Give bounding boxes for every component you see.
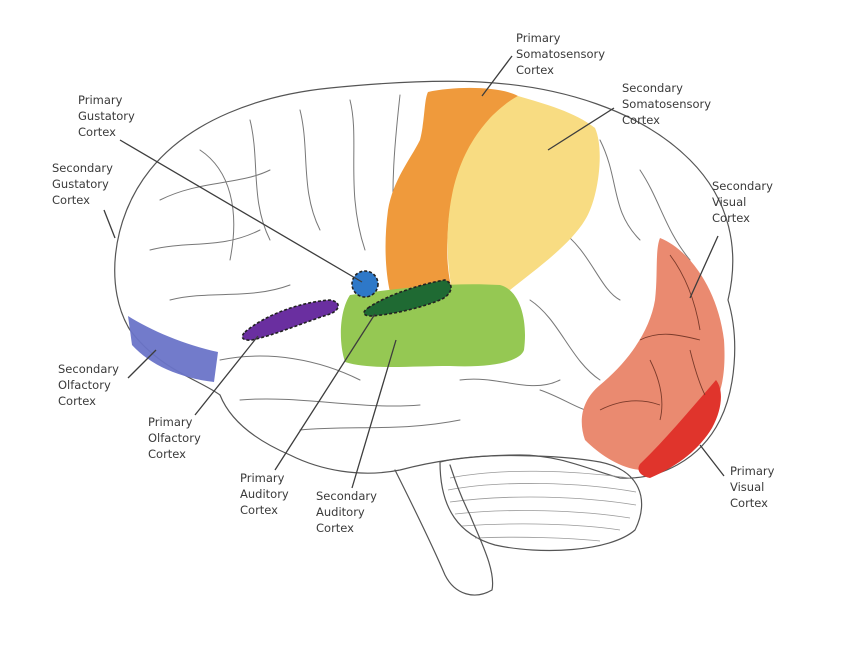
cerebellum-folia (447, 470, 637, 542)
region-primary-auditory (363, 279, 452, 317)
label-primary-gustatory: Primary Gustatory Cortex (78, 93, 138, 139)
cerebellum (439, 454, 643, 552)
leader-primary-visual (699, 444, 725, 477)
leader-secondary-gustatory (103, 209, 116, 239)
region-primary-gustatory (351, 270, 379, 298)
label-primary-visual: Primary Visual Cortex (730, 464, 778, 510)
label-primary-auditory: Primary Auditory Cortex (240, 471, 292, 517)
leader-primary-olfactory (194, 335, 259, 416)
label-secondary-olfactory: Secondary Olfactory Cortex (58, 362, 123, 408)
region-primary-visual (638, 380, 721, 478)
region-secondary-olfactory (128, 316, 218, 382)
leader-lines (103, 55, 725, 489)
leader-secondary-visual (689, 235, 719, 299)
visual-cortex-sulci (599, 254, 706, 421)
label-secondary-visual: Secondary Visual Cortex (712, 179, 777, 225)
label-secondary-auditory: Secondary Auditory Cortex (316, 489, 381, 535)
label-secondary-gustatory: Secondary Gustatory Cortex (52, 161, 117, 207)
leader-primary-somatosensory (481, 55, 513, 97)
leader-secondary-somatosensory (547, 107, 615, 151)
leader-primary-gustatory (119, 139, 363, 283)
label-secondary-somatosensory: Secondary Somatosensory Cortex (622, 81, 715, 127)
region-primary-olfactory (241, 299, 340, 341)
label-primary-olfactory: Primary Olfactory Cortex (148, 415, 204, 461)
leader-secondary-olfactory (127, 349, 157, 379)
leader-primary-auditory (274, 313, 376, 471)
leader-secondary-auditory (351, 339, 397, 489)
brainstem (394, 464, 494, 596)
labels: Primary Somatosensory Cortex Secondary S… (52, 31, 778, 535)
label-primary-somatosensory: Primary Somatosensory Cortex (516, 31, 609, 77)
cerebrum-outline (114, 80, 736, 479)
region-secondary-somatosensory (447, 96, 600, 290)
region-primary-somatosensory (385, 87, 518, 293)
